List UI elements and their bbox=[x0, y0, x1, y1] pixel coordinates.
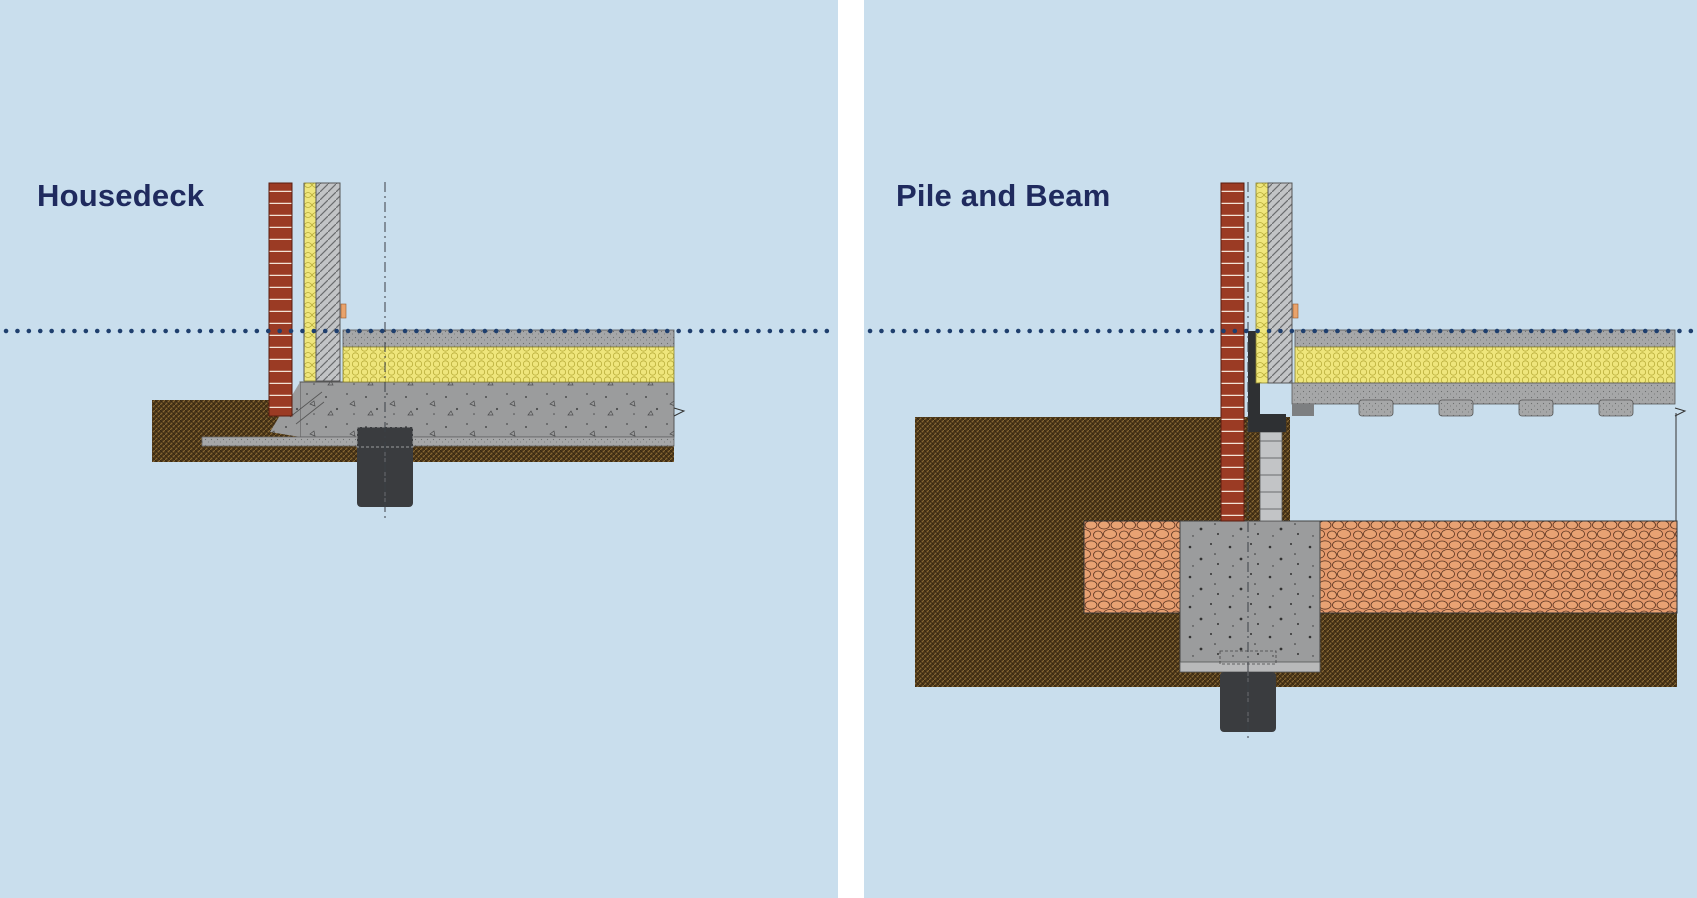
panel-housedeck: Housedeck bbox=[0, 0, 838, 898]
wall-insulation bbox=[303, 182, 317, 382]
concrete-slab bbox=[270, 381, 686, 438]
floor-finish bbox=[340, 303, 675, 348]
pile-and-beam-section-drawing bbox=[867, 182, 1697, 742]
beam-footing bbox=[1179, 520, 1321, 673]
panel-title-housedeck: Housedeck bbox=[37, 178, 205, 213]
housedeck-section-drawing bbox=[3, 182, 838, 522]
crawl-space bbox=[1290, 413, 1677, 521]
base-screed bbox=[201, 436, 675, 447]
precast-floor-beams bbox=[1291, 382, 1687, 417]
inner-wall-board bbox=[1267, 182, 1293, 384]
floor-insulation bbox=[342, 346, 675, 383]
wall-insulation bbox=[1255, 182, 1269, 384]
gravel-fill bbox=[1083, 520, 1678, 614]
floor-insulation bbox=[1294, 346, 1676, 384]
inner-wall-board bbox=[303, 182, 341, 382]
floor-finish bbox=[1292, 303, 1676, 348]
brick-wall bbox=[268, 182, 293, 417]
panel-pile-and-beam: Pile and Beam bbox=[864, 0, 1697, 898]
panel-title-pile-and-beam: Pile and Beam bbox=[896, 178, 1111, 213]
brick-wall bbox=[1220, 182, 1245, 522]
